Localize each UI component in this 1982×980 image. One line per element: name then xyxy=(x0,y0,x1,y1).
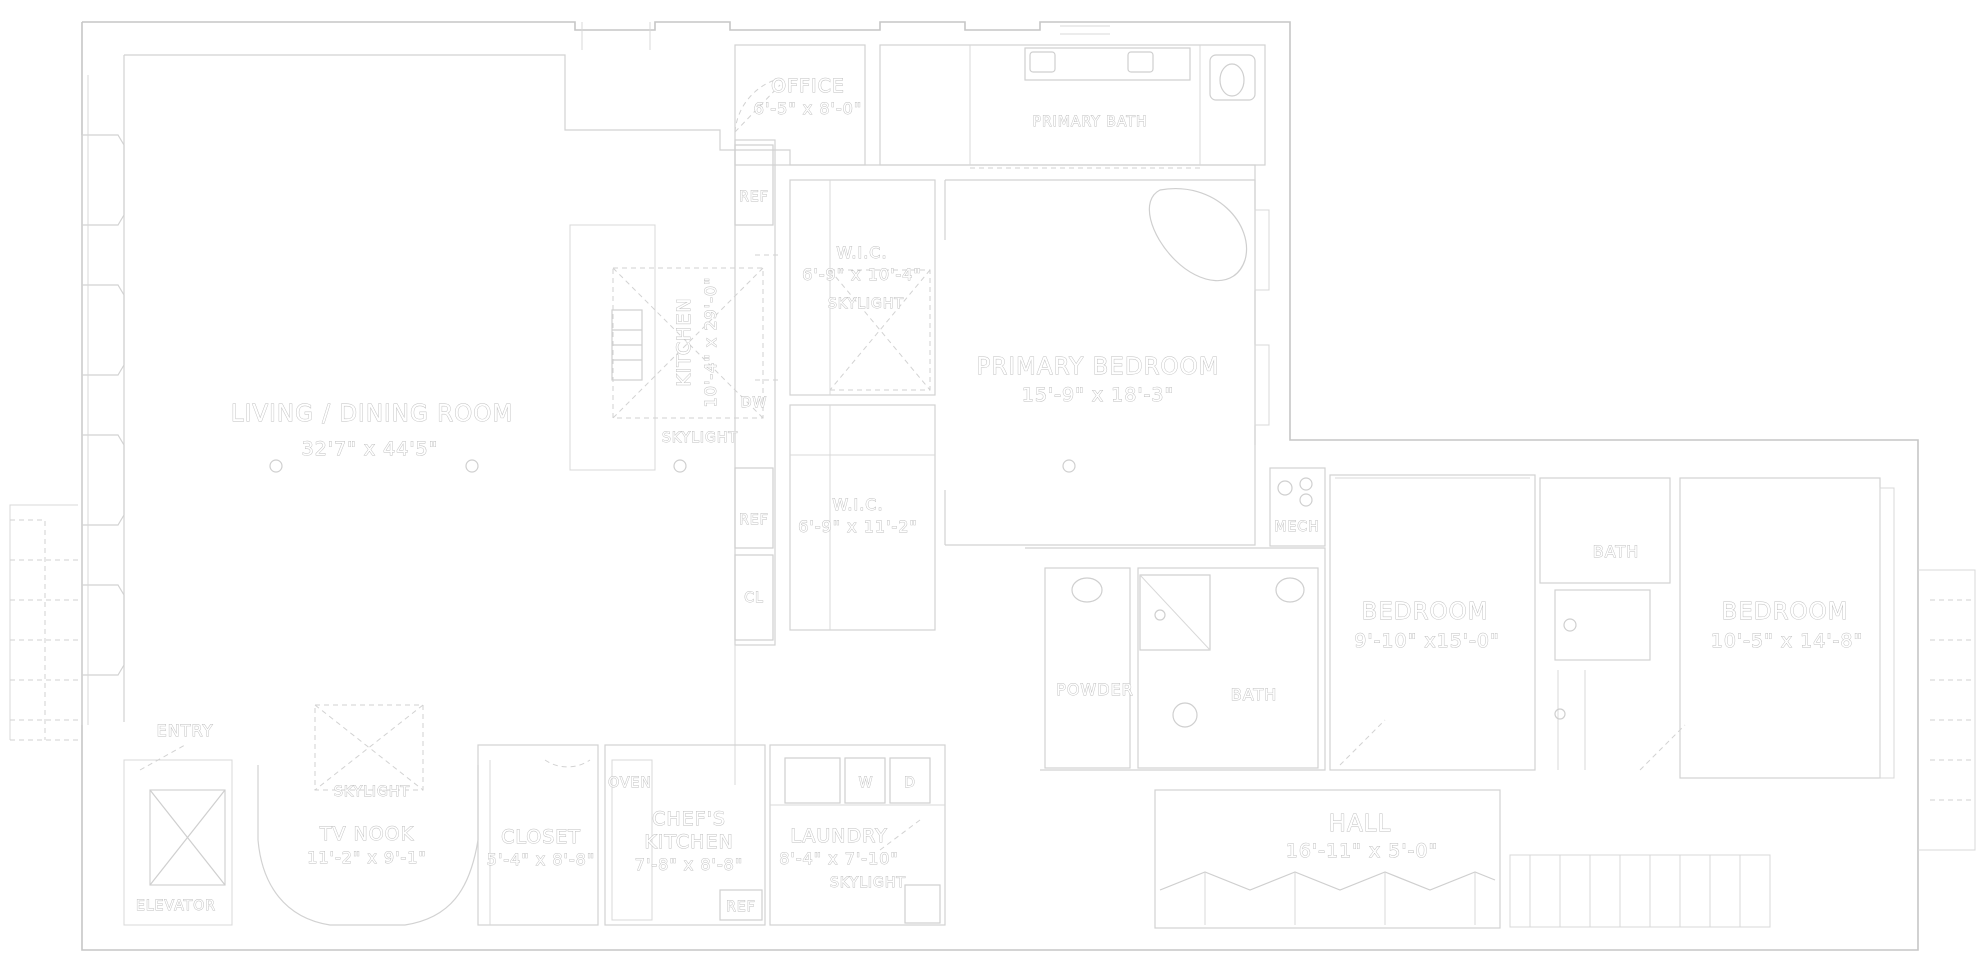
office-dims: 6'-5" x 8'-0" xyxy=(754,99,862,118)
chefs-kitchen-dims: 7'-8" x 8'-8" xyxy=(635,855,743,874)
kitchen-room: REF DW REF CL SKYLIGHT KITCHEN 10'-4" x … xyxy=(569,139,780,646)
office-room: OFFICE 6'-5" x 8'-0" xyxy=(734,44,866,166)
kitchen-name: KITCHEN xyxy=(673,297,695,386)
tv-nook-room: SKYLIGHT TV NOOK 11'-2" x 9'-1" xyxy=(257,704,479,926)
tv-nook-dims: 11'-2" x 9'-1" xyxy=(307,848,427,867)
window-bays-left xyxy=(81,75,125,725)
bedroom-1-name: BEDROOM xyxy=(1361,599,1488,625)
kitchen-ref-1-label: REF xyxy=(739,189,769,205)
chefs-kitchen-name: CHEF'S xyxy=(652,808,726,830)
kitchen-skylight-label: SKYLIGHT xyxy=(662,430,738,446)
primary-bath-name: PRIMARY BATH xyxy=(1033,114,1148,130)
wic-1-name: W.I.C. xyxy=(836,243,887,262)
kitchen-dims: 10'-4" x 29'-0" xyxy=(701,277,720,408)
bath-2-label: BATH xyxy=(1593,542,1639,561)
wic-2-dims: 6'-9" x 11'-2" xyxy=(798,517,918,536)
oven-label: OVEN xyxy=(608,775,652,791)
living-dining-name: LIVING / DINING ROOM xyxy=(231,401,513,427)
primary-bedroom-name: PRIMARY BEDROOM xyxy=(976,354,1219,380)
wic-2-name: W.I.C. xyxy=(832,495,883,514)
kitchen-ref-2-label: REF xyxy=(739,512,769,528)
bedroom-2-room: BEDROOM 10'-5" x 14'-8" xyxy=(1639,477,1895,779)
laundry-skylight-label: SKYLIGHT xyxy=(830,875,906,891)
dryer-label: D xyxy=(904,775,916,791)
closet-name: CLOSET xyxy=(501,826,581,848)
washer-label: W xyxy=(859,775,874,791)
bedroom-2-dims: 10'-5" x 14'-8" xyxy=(1711,630,1864,652)
tv-nook-skylight-label: SKYLIGHT xyxy=(334,784,410,800)
laundry-room: W D LAUNDRY 8'-4" x 7'-10" SKYLIGHT xyxy=(769,744,946,926)
primary-bath-room: PRIMARY BATH xyxy=(879,44,1266,169)
bedroom-1-room: BEDROOM 9'-10" x15'-0" xyxy=(1329,474,1536,771)
laundry-name: LAUNDRY xyxy=(790,825,887,847)
chefs-kitchen-name-2: KITCHEN xyxy=(644,831,733,853)
exterior-stair-right xyxy=(1918,569,1976,851)
hall-room: HALL 16'-11" x 5'-0" xyxy=(1154,789,1501,929)
mech-bath-block: MECH POWDER BATH xyxy=(1025,467,1326,771)
bedroom-1-dims: 9'-10" x15'-0" xyxy=(1354,630,1499,652)
kitchen-dw-label: DW xyxy=(741,395,768,411)
primary-bedroom-room: PRIMARY BEDROOM 15'-9" x 18'-3" xyxy=(944,179,1270,546)
kitchen-cl-label: CL xyxy=(744,590,764,606)
powder-label: POWDER xyxy=(1056,680,1134,699)
chefs-kitchen-room: OVEN REF CHEF'S KITCHEN 7'-8" x 8'-8" xyxy=(604,744,766,926)
interior-stair xyxy=(1509,854,1771,928)
hall-dims: 16'-11" x 5'-0" xyxy=(1286,840,1439,862)
entry-label: ENTRY xyxy=(157,721,214,740)
bedroom-2-name: BEDROOM xyxy=(1721,599,1848,625)
closet-dims: 5'-4" x 8'-8" xyxy=(487,850,595,869)
laundry-dims: 8'-4" x 7'-10" xyxy=(779,849,899,868)
outer-walls xyxy=(81,21,1919,951)
closet-room: CLOSET 5'-4" x 8'-8" xyxy=(477,744,599,926)
tv-nook-name: TV NOOK xyxy=(319,823,414,845)
elevator-label: ELEVATOR xyxy=(136,898,216,914)
exterior-stair-left xyxy=(9,504,78,741)
hall-name: HALL xyxy=(1329,811,1392,837)
wic-rooms: W.I.C. 6'-9" x 10'-4" SKYLIGHT W.I.C. 6'… xyxy=(789,179,936,631)
wic-1-dims: 6'-9" x 10'-4" xyxy=(802,265,922,284)
entry-elevator: ENTRY ELEVATOR xyxy=(123,721,233,926)
primary-bedroom-dims: 15'-9" x 18'-3" xyxy=(1022,384,1175,406)
mech-label: MECH xyxy=(1274,519,1319,535)
office-name: OFFICE xyxy=(771,75,845,97)
living-dining-dims: 32'7" x 44'5" xyxy=(302,438,439,460)
chefs-kitchen-ref-label: REF xyxy=(726,899,756,915)
living-dining-room: LIVING / DINING ROOM 32'7" x 44'5" xyxy=(230,401,736,785)
bath-2-room: BATH xyxy=(1539,477,1671,770)
bath-1-label: BATH xyxy=(1231,685,1277,704)
wic-skylight-label: SKYLIGHT xyxy=(828,296,904,312)
